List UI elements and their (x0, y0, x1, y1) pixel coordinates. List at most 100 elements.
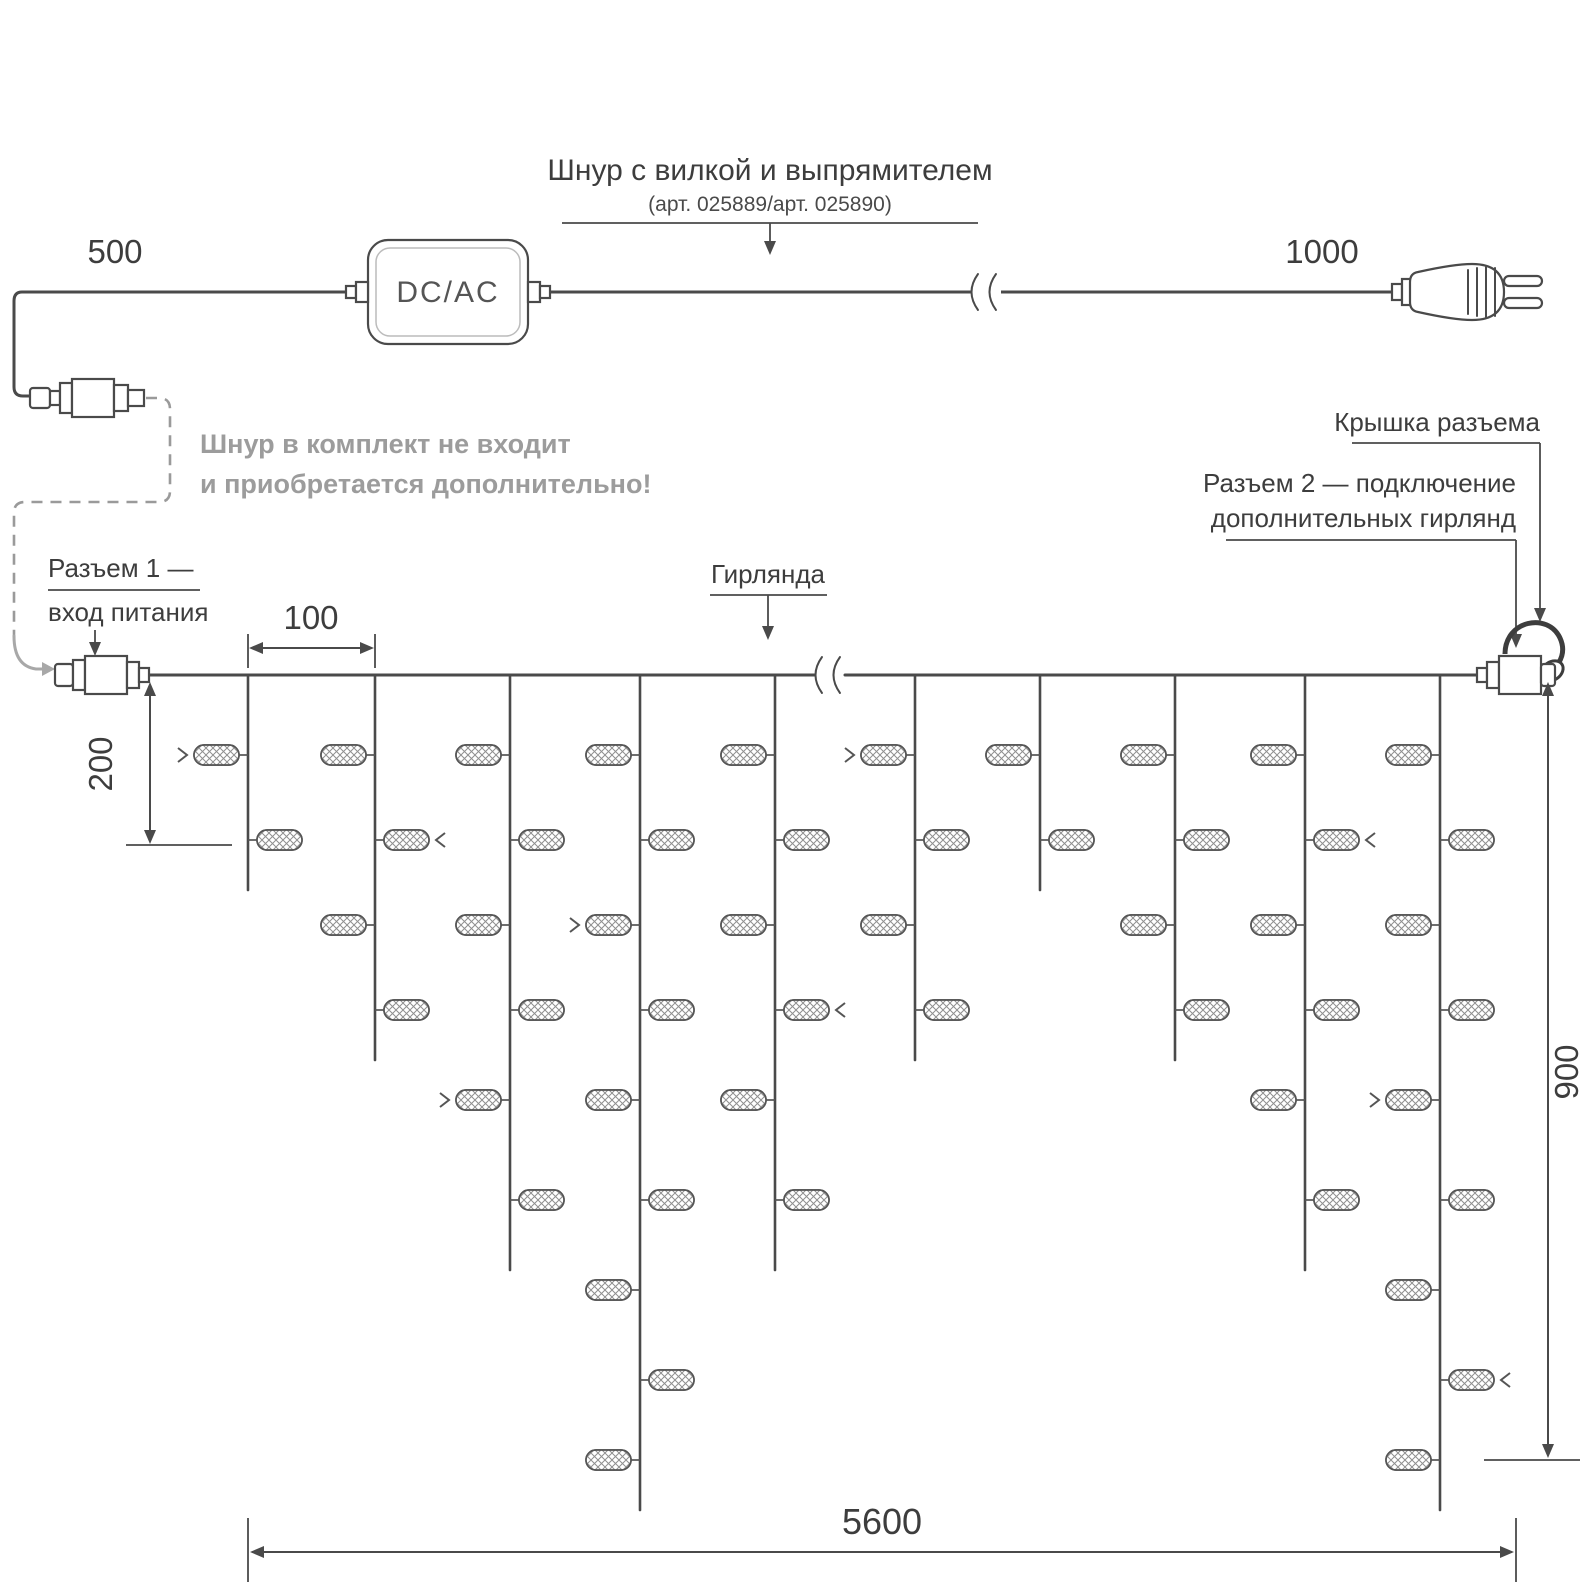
led-bulb (585, 914, 641, 936)
converter-label: DC/AC (396, 276, 499, 309)
led-bulb (639, 1189, 695, 1211)
note-line1: Шнур в комплект не входит (200, 429, 571, 459)
connector-cap-strap (1502, 620, 1566, 671)
led-bulb (774, 999, 830, 1021)
connector2-label-line2: дополнительных гирлянд (1211, 503, 1516, 533)
dimensions: 100 200 900 5600 (82, 599, 1585, 1582)
not-included-arrow-shaft (12, 634, 44, 671)
dim-1000-label: 1000 (1285, 233, 1358, 270)
led-bulb (1039, 829, 1095, 851)
bulb-direction-chevron (1369, 1092, 1380, 1108)
dim-5600-label: 5600 (842, 1501, 922, 1542)
led-bulb (774, 829, 830, 851)
led-bulb (1250, 1089, 1306, 1111)
dim-200-head-bottom (144, 830, 156, 844)
bulb-direction-chevron (569, 917, 580, 933)
led-bulb (320, 914, 376, 936)
bulb-direction-chevron (439, 1092, 450, 1108)
led-bulb (720, 914, 776, 936)
led-bulb (1174, 829, 1230, 851)
connector1-label-line1: Разъем 1 — (48, 553, 194, 583)
connector2-label-line1: Разъем 2 — подключение (1203, 468, 1516, 498)
led-bulb (1304, 999, 1360, 1021)
dim-200-head-top (144, 682, 156, 696)
led-bulb (1439, 999, 1495, 1021)
cord-title: Шнур с вилкой и выпрямителем (547, 154, 992, 187)
led-bulb (193, 744, 249, 766)
led-bulb (914, 829, 970, 851)
bulb-direction-chevron (1365, 832, 1376, 848)
led-bulb (639, 1369, 695, 1391)
led-bulb (509, 1189, 565, 1211)
dim-100-head-right (360, 642, 374, 654)
dim-5600-head-right (1500, 1546, 1514, 1558)
led-bulb (774, 1189, 830, 1211)
led-bulb (720, 1089, 776, 1111)
garland (53, 620, 1566, 1512)
bulb-direction-chevron (835, 1002, 846, 1018)
led-bulb (585, 1089, 641, 1111)
led-bulb (720, 744, 776, 766)
bulb-direction-chevron (177, 747, 188, 763)
cap-arrowhead (1534, 608, 1546, 622)
led-bulb (1385, 1449, 1441, 1471)
led-bulb (639, 829, 695, 851)
callouts: Разъем 1 — вход питания Гирлянда Крышка … (48, 407, 1546, 656)
led-bulb (374, 829, 430, 851)
led-bulb (914, 999, 970, 1021)
note-line2: и приобретается дополнительно! (200, 469, 651, 499)
connector2-arrowhead (1510, 634, 1522, 648)
led-bulb (860, 744, 916, 766)
cap-label: Крышка разъема (1334, 407, 1540, 437)
led-bulb (585, 1279, 641, 1301)
dim-200-label: 200 (82, 736, 119, 791)
led-bulb (455, 744, 511, 766)
led-bulb (509, 999, 565, 1021)
cord-subtitle: (арт. 025889/арт. 025890) (648, 193, 892, 216)
dim-900-head-bottom (1542, 1444, 1554, 1458)
connector-1 (53, 654, 151, 696)
led-bulb (1304, 1189, 1360, 1211)
led-bulb (1439, 1189, 1495, 1211)
led-bulb (1120, 914, 1176, 936)
power-plug (1390, 262, 1544, 322)
connector1-arrowhead (89, 642, 101, 656)
led-bulb (639, 999, 695, 1021)
plug-pin (1502, 274, 1544, 288)
led-bulb (585, 1449, 641, 1471)
led-bulb (509, 829, 565, 851)
led-bulb (860, 914, 916, 936)
not-included-arrowhead (42, 662, 55, 676)
led-bulb (1439, 1369, 1495, 1391)
dim-900-label: 900 (1548, 1044, 1585, 1099)
garland-label: Гирлянда (711, 559, 825, 589)
dim-100-head-left (249, 642, 263, 654)
led-bulb (320, 744, 376, 766)
dim-5600-head-left (250, 1546, 264, 1558)
dcac-converter: DC/AC (344, 238, 552, 346)
bulb-direction-chevron (1500, 1372, 1511, 1388)
led-bulb (1120, 744, 1176, 766)
connector-2 (1475, 620, 1566, 696)
garland-drops (177, 673, 1511, 1512)
connector1-label-line2: вход питания (48, 597, 208, 627)
led-bulb (1439, 829, 1495, 851)
led-bulb (1385, 1089, 1441, 1111)
bulb-direction-chevron (844, 747, 855, 763)
led-bulb (455, 914, 511, 936)
dim-900-head-top (1542, 682, 1554, 696)
power-cord-assembly: Шнур с вилкой и выпрямителем (арт. 02588… (12, 154, 1544, 676)
cord-left-wire (12, 290, 348, 398)
garland-break-symbol (814, 656, 847, 694)
led-bulb (247, 829, 303, 851)
led-bulb (1174, 999, 1230, 1021)
led-bulb (1304, 829, 1360, 851)
not-included-dashed-link (12, 396, 172, 636)
garland-arrowhead (762, 626, 774, 640)
led-bulb (1385, 744, 1441, 766)
cord-title-arrowhead (764, 241, 776, 255)
bulb-direction-chevron (435, 832, 446, 848)
led-bulb (1250, 914, 1306, 936)
dim-100-label: 100 (283, 599, 338, 636)
